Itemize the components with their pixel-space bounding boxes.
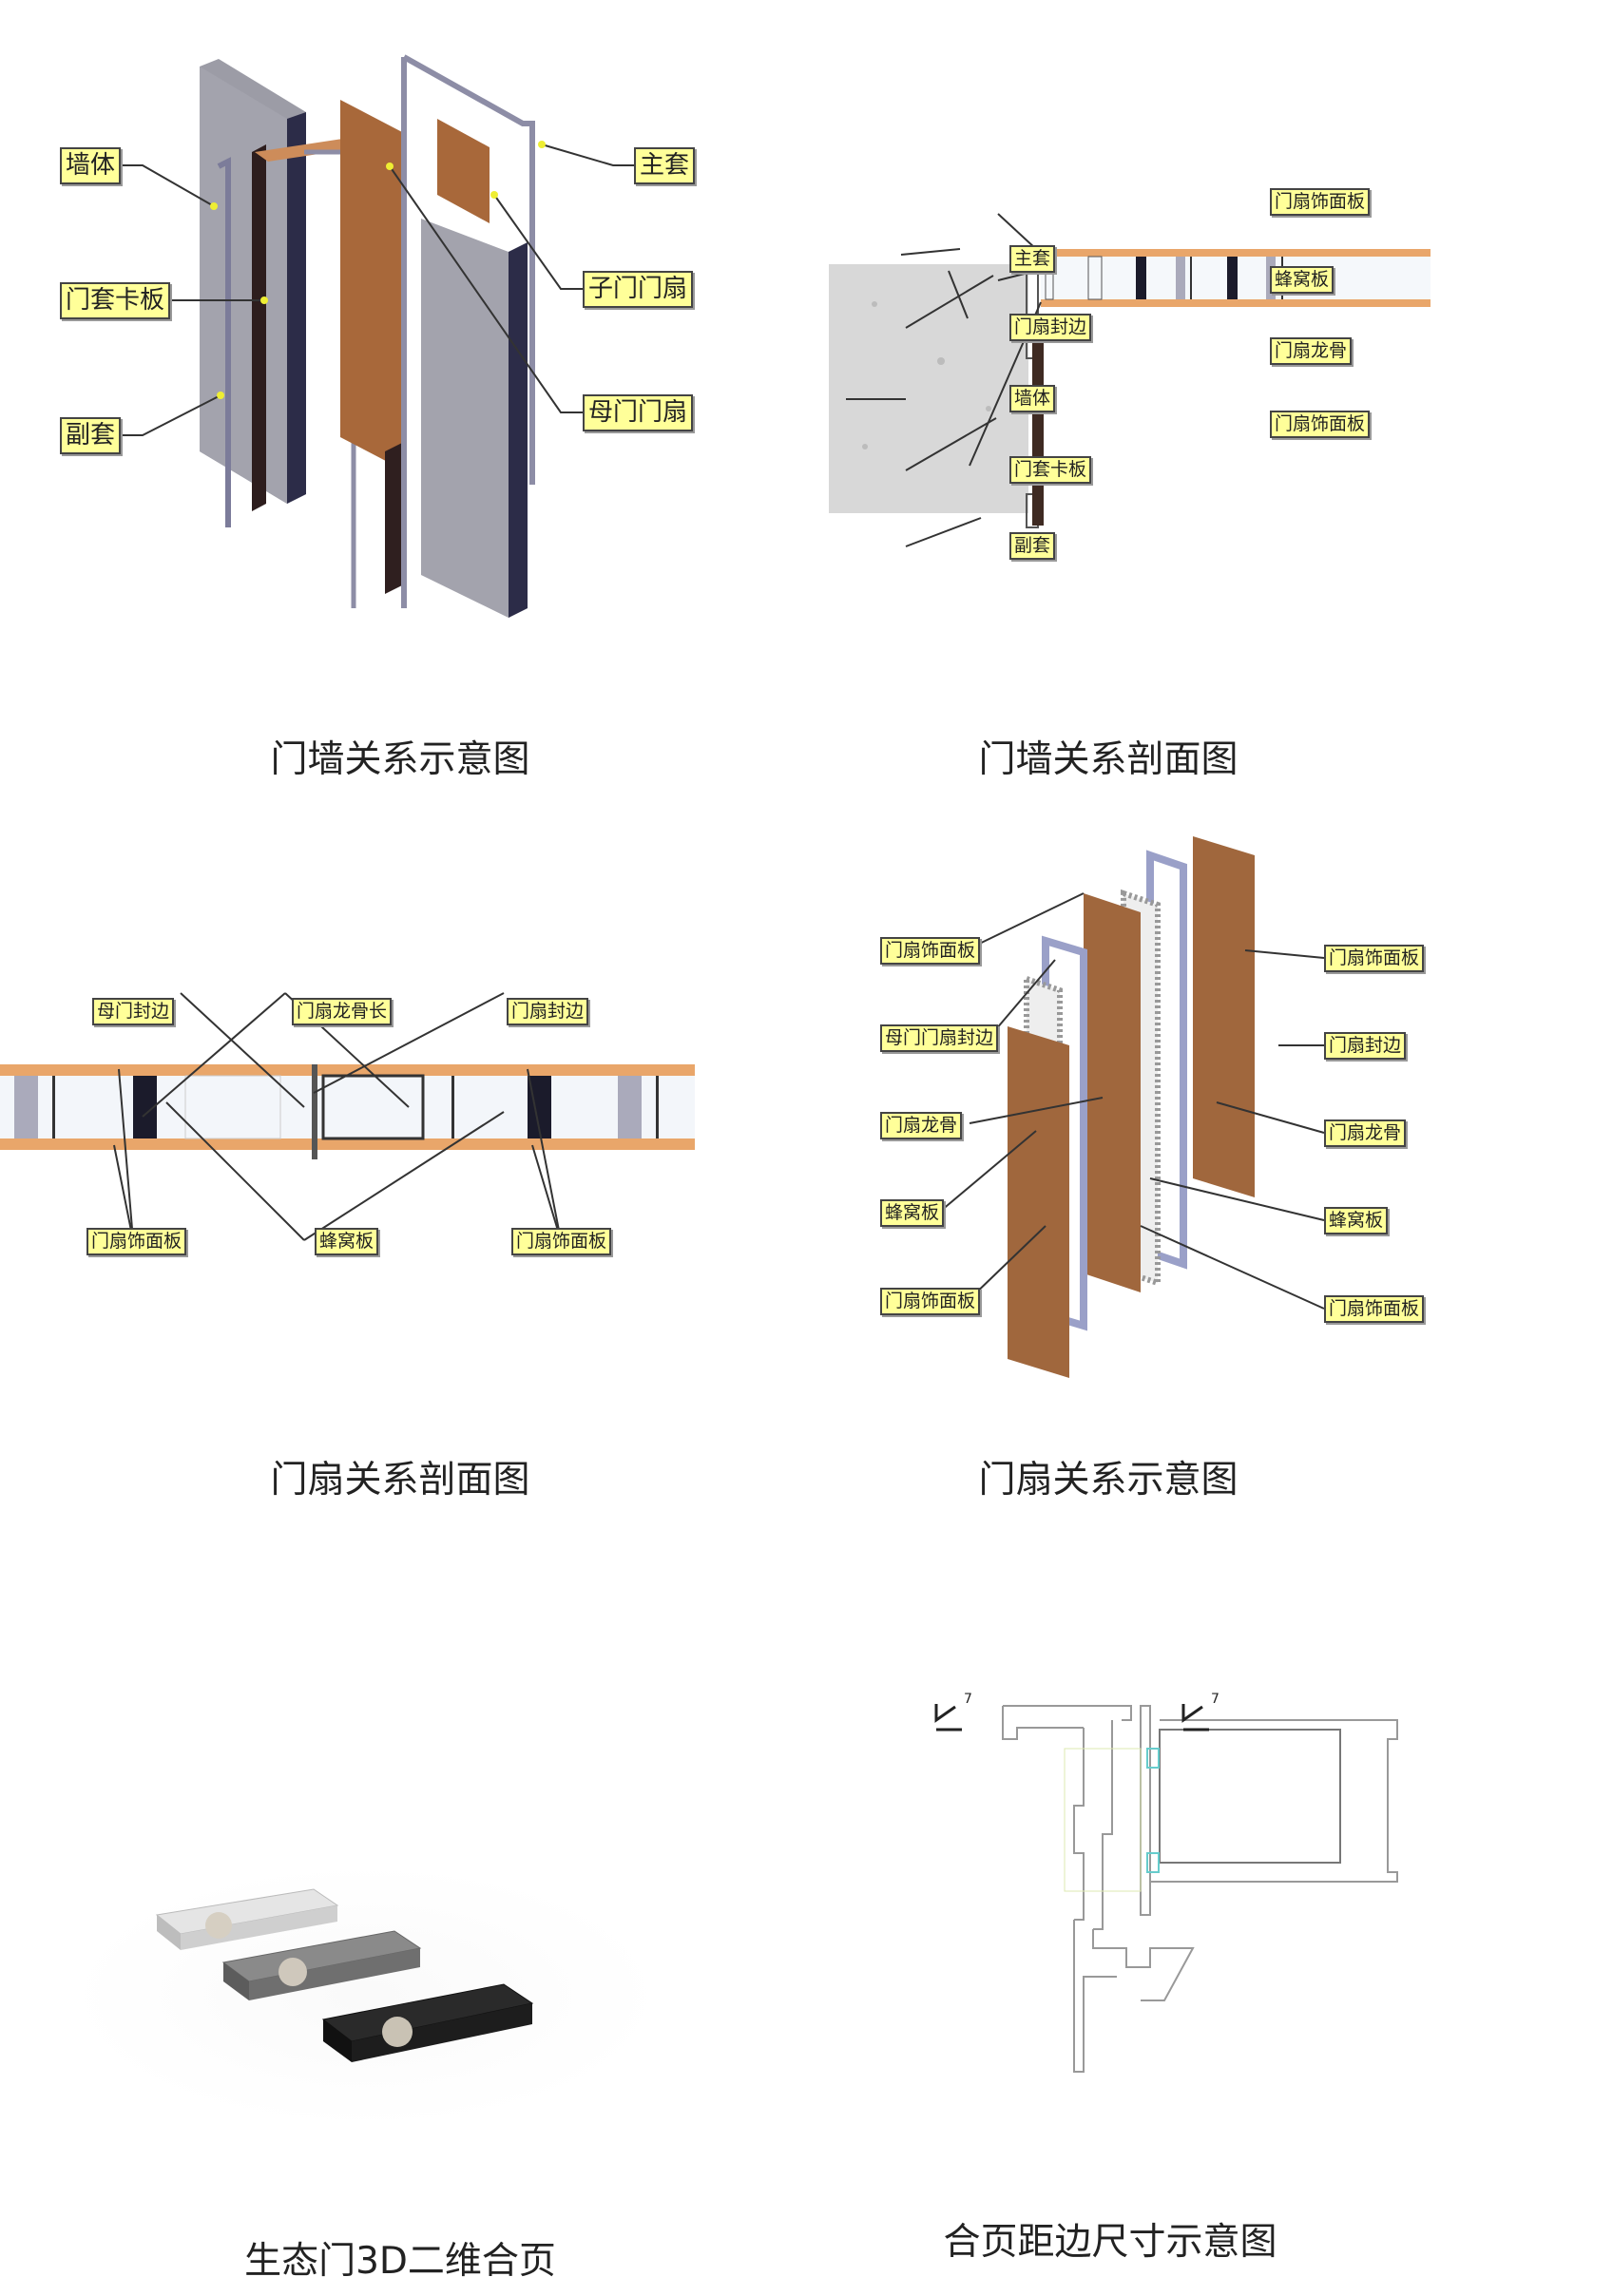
label-honeycomb: 蜂窝板 xyxy=(1270,266,1335,294)
label-left-veneer-2: 门扇饰面板 xyxy=(880,1288,981,1315)
label-leaf-veneer-bottom: 门扇饰面板 xyxy=(1270,411,1371,438)
label-wall: 墙体 xyxy=(1009,385,1056,412)
caption-door-wall-section: 门墙关系剖面图 xyxy=(978,738,1239,781)
figure-leaf-exploded: 门扇饰面板 母门门扇封边 门扇龙骨 蜂窝板 门扇饰面板 门扇饰面板 门扇封边 门… xyxy=(855,817,1613,1397)
label-leaf-keel-long: 门扇龙骨长 xyxy=(292,998,393,1025)
hinge-black xyxy=(321,1983,534,2062)
label-main-frame: 主套 xyxy=(634,147,696,185)
figure-hinge-clearance: 7 7 xyxy=(922,1692,1416,2091)
label-mother-leaf: 母门门扇 xyxy=(583,394,694,432)
leaf-section-drawing xyxy=(0,992,695,1241)
figure-door-wall-section: 门扇饰面板 主套 蜂窝板 门扇封边 门扇龙骨 墙体 门扇饰面板 门套卡板 副套 xyxy=(808,171,1613,589)
label-right-keel: 门扇龙骨 xyxy=(1324,1119,1407,1147)
label-leaf-veneer-left: 门扇饰面板 xyxy=(86,1228,187,1255)
label-right-veneer-1: 门扇饰面板 xyxy=(1324,945,1425,972)
label-right-edge: 门扇封边 xyxy=(1324,1032,1407,1060)
label-left-mother-edge: 母门门扇封边 xyxy=(880,1024,999,1052)
label-secondary-frame: 副套 xyxy=(1009,532,1056,560)
hinge-clearance-cad xyxy=(934,1704,1398,2073)
caption-door-wall-diagram: 门墙关系示意图 xyxy=(270,738,530,781)
label-leaf-keel: 门扇龙骨 xyxy=(1270,337,1353,365)
label-left-honeycomb: 蜂窝板 xyxy=(880,1199,945,1227)
door-wall-exploded-drawing xyxy=(122,54,634,618)
label-right-veneer-2: 门扇饰面板 xyxy=(1324,1295,1425,1323)
label-right-honeycomb: 蜂窝板 xyxy=(1324,1207,1389,1234)
hinge-silver xyxy=(155,1888,339,1950)
caption-leaf-diagram: 门扇关系示意图 xyxy=(978,1459,1239,1502)
dimension-right: 7 xyxy=(1211,1692,1219,1707)
caption-hinge-clearance: 合页距边尺寸示意图 xyxy=(943,2221,1277,2264)
label-leaf-veneer-right: 门扇饰面板 xyxy=(511,1228,612,1255)
label-leaf-veneer-top: 门扇饰面板 xyxy=(1270,188,1371,216)
label-child-leaf: 子门门扇 xyxy=(583,271,694,309)
label-left-keel: 门扇龙骨 xyxy=(880,1112,963,1139)
label-secondary-frame: 副套 xyxy=(60,417,122,455)
label-leaf-edge: 门扇封边 xyxy=(507,998,589,1025)
label-frame-clip-board: 门套卡板 xyxy=(60,282,171,320)
label-wall: 墙体 xyxy=(60,147,122,185)
label-honeycomb: 蜂窝板 xyxy=(315,1228,379,1255)
door-wall-section-drawing xyxy=(829,213,1431,547)
caption-hinge: 生态门3D二维合页 xyxy=(244,2240,556,2283)
label-main-frame: 主套 xyxy=(1009,245,1056,273)
label-leaf-edge: 门扇封边 xyxy=(1009,314,1092,341)
hinge-product-image xyxy=(67,1863,665,2129)
hinge-grey xyxy=(221,1930,422,2000)
label-frame-clip-board: 门套卡板 xyxy=(1009,456,1092,484)
caption-leaf-section: 门扇关系剖面图 xyxy=(270,1459,530,1502)
figure-leaf-section: 母门封边 门扇龙骨长 门扇封边 门扇饰面板 蜂窝板 门扇饰面板 xyxy=(0,969,703,1273)
figure-door-wall-3d: 墙体 门套卡板 副套 主套 子门门扇 母门门扇 xyxy=(0,0,808,798)
dimension-left: 7 xyxy=(964,1692,972,1707)
label-mother-edge: 母门封边 xyxy=(92,998,175,1025)
label-left-veneer-1: 门扇饰面板 xyxy=(880,937,981,965)
leaf-exploded-drawing xyxy=(940,836,1325,1378)
